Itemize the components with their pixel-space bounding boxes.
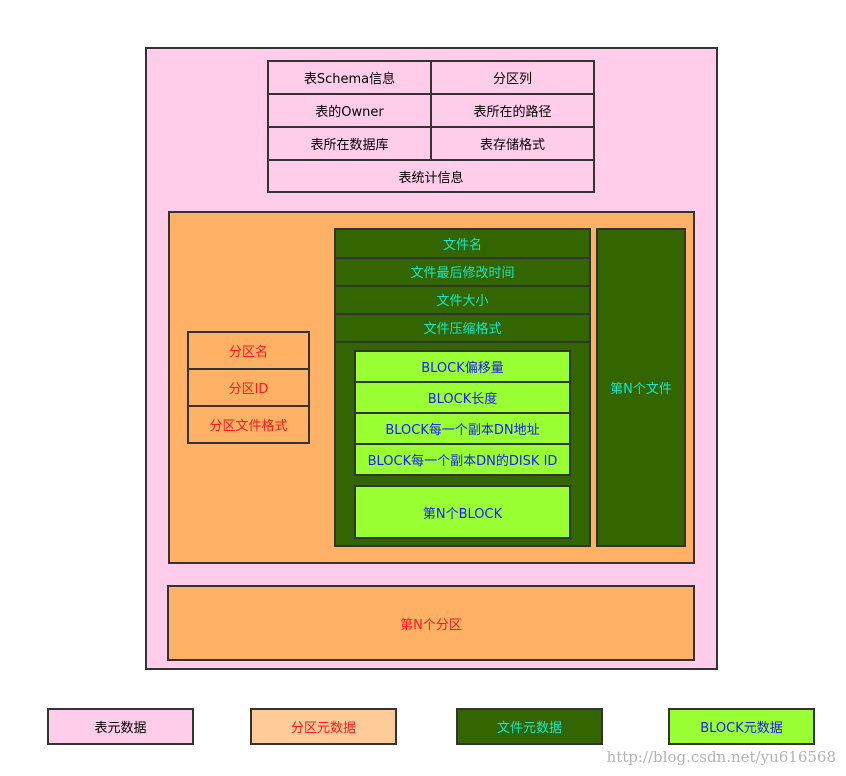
legend-file-metadata: 文件元数据: [456, 708, 603, 745]
partition-id-cell: 分区ID: [187, 368, 310, 407]
table-schema-cell: 表Schema信息: [267, 60, 432, 95]
legend-block-metadata: BLOCK元数据: [668, 708, 815, 745]
block-replica-dn-address-cell: BLOCK每一个副本DN地址: [354, 412, 571, 445]
table-statistics-cell: 表统计信息: [267, 159, 595, 193]
partition-name-cell: 分区名: [187, 331, 310, 370]
file-compression-cell: 文件压缩格式: [336, 314, 589, 343]
nth-file-cell: 第N个文件: [596, 228, 686, 547]
partition-file-format-cell: 分区文件格式: [187, 405, 310, 444]
table-storage-format-cell: 表存储格式: [430, 126, 595, 161]
nth-block-cell: 第N个BLOCK: [354, 485, 571, 539]
watermark-text: http://blog.csdn.net/yu616568: [606, 748, 836, 766]
block-length-cell: BLOCK长度: [354, 381, 571, 414]
table-owner-cell: 表的Owner: [267, 93, 432, 128]
file-size-cell: 文件大小: [336, 286, 589, 315]
legend-partition-metadata: 分区元数据: [250, 708, 397, 745]
table-path-cell: 表所在的路径: [430, 93, 595, 128]
table-partition-columns-cell: 分区列: [430, 60, 595, 95]
table-database-cell: 表所在数据库: [267, 126, 432, 161]
block-offset-cell: BLOCK偏移量: [354, 350, 571, 383]
file-last-modified-cell: 文件最后修改时间: [336, 258, 589, 287]
nth-partition-cell: 第N个分区: [167, 585, 695, 661]
file-name-cell: 文件名: [336, 230, 589, 259]
block-replica-dn-disk-id-cell: BLOCK每一个副本DN的DISK ID: [354, 443, 571, 476]
legend-table-metadata: 表元数据: [47, 708, 194, 745]
